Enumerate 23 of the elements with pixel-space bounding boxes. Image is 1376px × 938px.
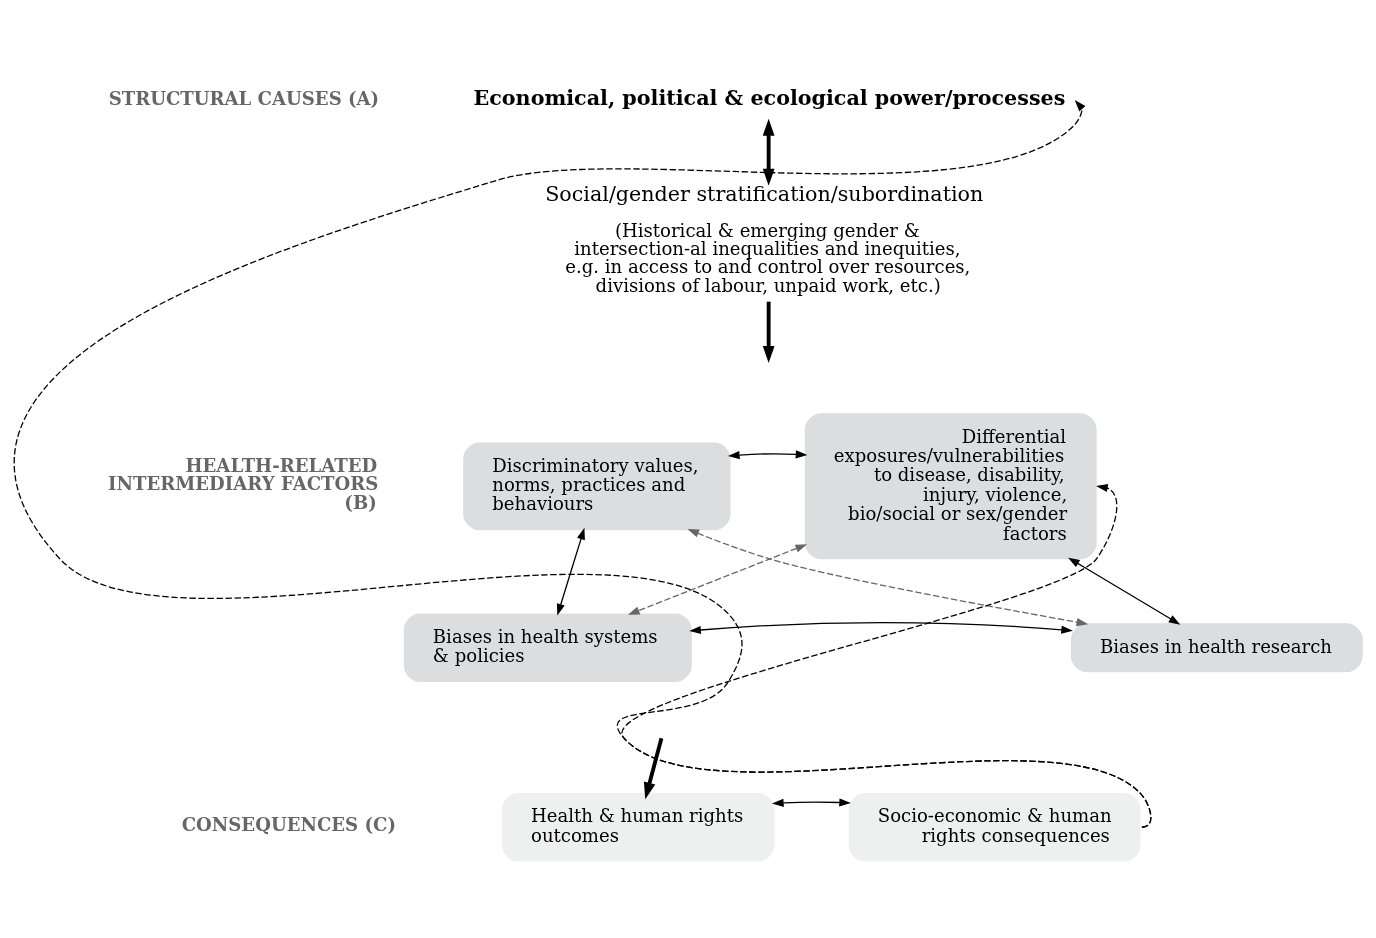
arrow bbox=[772, 797, 851, 807]
arrow bbox=[1068, 557, 1181, 625]
arrow bbox=[643, 737, 664, 799]
node-box: Biases in health systems & policies bbox=[403, 613, 692, 682]
arrow bbox=[13, 99, 1152, 828]
label: STRUCTURAL CAUSES (A) bbox=[108, 87, 380, 109]
arrow bbox=[623, 483, 1152, 828]
arrow bbox=[762, 301, 775, 363]
label: HEALTH-RELATED INTERMEDIARY FACTORS (B) bbox=[108, 454, 379, 512]
node-text: Social/gender stratification/subordination (Historical & emerging gender & intersection-al inequalities and inequities, e.g. in access to and control over resources, divisions of labour, unpaid work, etc.) bbox=[545, 181, 984, 296]
node-box: Differential exposures/vulnerabilities to disease, disability, injury, violence, bio/social or sex/gender factors bbox=[804, 412, 1097, 559]
node-box: Health & human rights outcomes bbox=[501, 792, 775, 861]
node-text: Economical, political & ecological power/processes bbox=[473, 85, 1066, 110]
node-box: Discriminatory values, norms, practices and behaviours bbox=[463, 441, 731, 530]
arrow bbox=[687, 528, 1089, 626]
arrow bbox=[556, 527, 585, 616]
label: CONSEQUENCES (C) bbox=[181, 813, 396, 835]
arrow bbox=[762, 118, 775, 186]
arrow bbox=[689, 621, 1073, 634]
arrow bbox=[727, 449, 808, 459]
node-box: Socio-economic & human rights consequences bbox=[848, 792, 1141, 861]
arrow bbox=[627, 543, 808, 615]
node-box: Biases in health research bbox=[1070, 622, 1363, 672]
